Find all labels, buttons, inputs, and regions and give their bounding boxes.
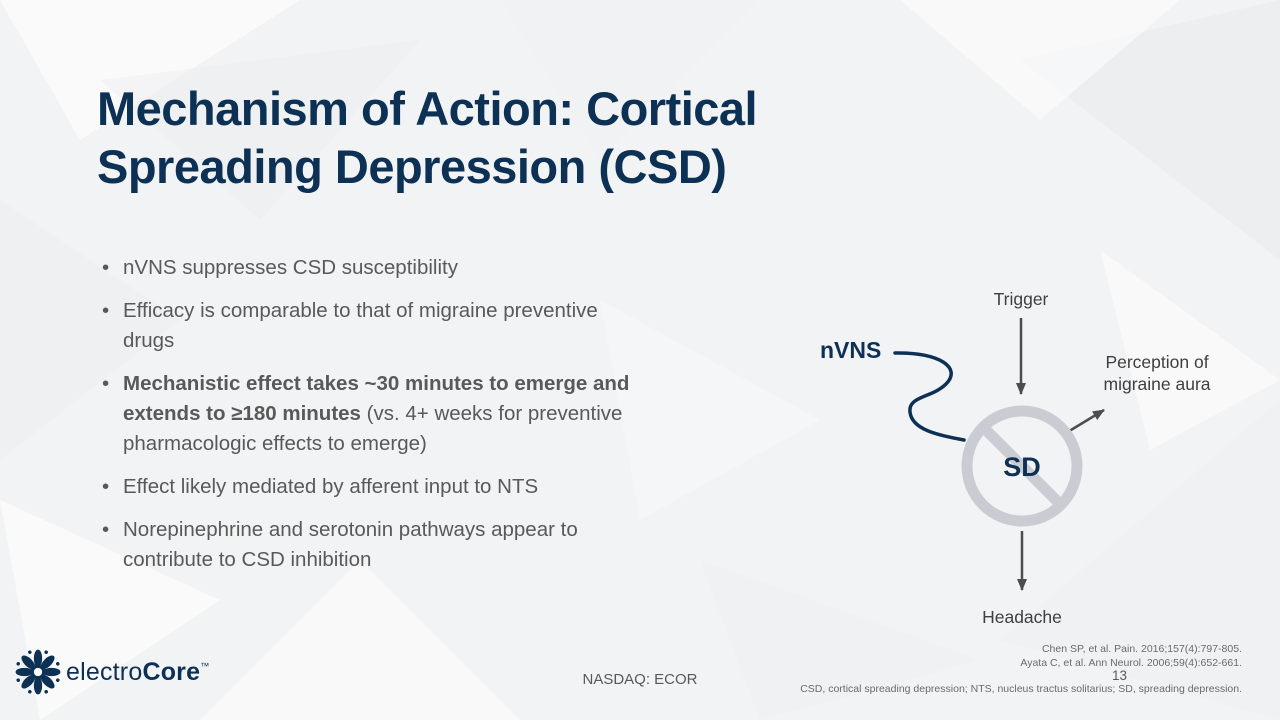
electrocore-logo: electroCore™ — [14, 648, 209, 696]
bullet-item: Norepinephrine and serotonin pathways ap… — [100, 515, 645, 575]
trademark-symbol: ™ — [200, 660, 210, 671]
bullet-item: nVNS suppresses CSD susceptibility — [100, 253, 645, 283]
perception-label: Perception of migraine aura — [1103, 352, 1211, 394]
headache-label: Headache — [982, 607, 1062, 627]
electrocore-wordmark: electroCore™ — [66, 658, 209, 687]
nasdaq-ticker: NASDAQ: ECOR — [582, 671, 698, 688]
bullet-item: Effect likely mediated by afferent input… — [100, 472, 645, 502]
reference-line: Ayata C, et al. Ann Neurol. 2006;59(4):6… — [1020, 657, 1242, 670]
abbreviations-footnote: CSD, cortical spreading depression; NTS,… — [800, 683, 1242, 695]
electrocore-logo-icon — [15, 649, 61, 695]
slide-title: Mechanism of Action: Cortical Spreading … — [97, 82, 758, 194]
nvns-label: nVNS — [820, 337, 882, 363]
references: Chen SP, et al. Pain. 2016;157(4):797-80… — [1020, 642, 1242, 670]
bullet-text: Effect likely mediated by afferent input… — [123, 475, 539, 498]
bullet-text: Efficacy is comparable to that of migrai… — [123, 299, 598, 352]
sd-label: SD — [1003, 452, 1041, 482]
page-number: 13 — [1112, 668, 1128, 683]
wordmark-core: Core — [142, 657, 201, 686]
bullet-text: nVNS suppresses CSD susceptibility — [123, 256, 458, 279]
wordmark-electro: electro — [66, 657, 143, 686]
trigger-label: Trigger — [993, 289, 1049, 309]
bullet-text-bold: Mechanistic effect takes ~30 minutes to … — [123, 372, 630, 425]
bullet-item: Efficacy is comparable to that of migrai… — [100, 296, 645, 356]
reference-line: Chen SP, et al. Pain. 2016;157(4):797-80… — [1041, 643, 1242, 655]
bullet-text: (vs. 4+ weeks for preventive pharmacolog… — [123, 402, 623, 455]
bullet-item: Mechanistic effect takes ~30 minutes to … — [100, 369, 645, 459]
bullet-text: Norepinephrine and serotonin pathways ap… — [123, 518, 578, 571]
bullet-list: nVNS suppresses CSD susceptibility Effic… — [100, 253, 645, 588]
